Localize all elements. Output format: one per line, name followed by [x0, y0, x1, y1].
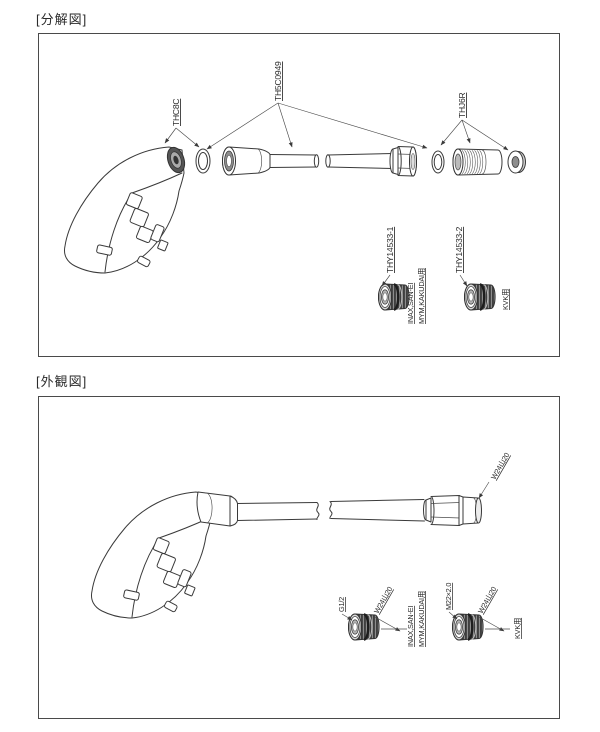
hose-rear-drawing: [325, 146, 417, 177]
label-adapter1-code: THY14533-1: [385, 226, 395, 273]
washer-drawing: [507, 150, 526, 174]
label-adapter2-note: KVK用: [501, 289, 510, 310]
hose-nut-drawing: [389, 146, 417, 177]
label-joint-code: THJ6R: [457, 92, 467, 118]
hose-front-drawing: [222, 146, 320, 176]
label-adapter1-note-line1: INAX,SAN-EI: [406, 283, 415, 324]
o-ring-1-drawing: [195, 148, 211, 174]
label-adapter2-thread: M22×2.0: [444, 583, 453, 610]
label-adapter1-hose-thread: W24山20: [372, 585, 394, 615]
shower-head-drawing: [63, 146, 186, 274]
leader-lines: [341, 481, 510, 632]
adapter-1-drawing: [377, 282, 411, 312]
exploded-view-panel: THC8C TH5C0949 THJ6R THY14533-1 THY14533…: [38, 33, 560, 357]
exploded-view-title: [分解図]: [36, 12, 88, 27]
label-adapter1-note-line1: INAX,SAN-EI: [406, 606, 415, 647]
label-hose-code: TH5C0949: [273, 61, 283, 101]
label-adapter1-thread: G1/2: [337, 597, 346, 612]
label-adapter1-note-line2: MYM,KAKUDAI用: [417, 268, 426, 324]
exploded-view-drawing: THC8C TH5C0949 THJ6R THY14533-1 THY14533…: [63, 61, 526, 324]
label-adapter2-hose-thread: W24山20: [476, 585, 498, 615]
adapter-1-drawing: [347, 612, 381, 642]
label-adapter2-note: KVK用: [513, 618, 522, 639]
shower-head-drawing: [90, 491, 212, 619]
threaded-joint-drawing: [452, 148, 503, 176]
label-adapter1-note-line2: MYM,KAKUDAI用: [417, 591, 426, 647]
label-shower-head-code: THC8C: [171, 99, 181, 126]
leader-lines: [164, 102, 509, 287]
external-view-panel: W24山20 G1/2 W24山20 INAX,SAN-EI MYM,KAKUD…: [38, 396, 560, 719]
external-view-title: [外観図]: [36, 374, 88, 389]
hose-end-fitting-drawing: [423, 495, 482, 526]
label-adapter2-code: THY14533-2: [454, 226, 464, 273]
label-hose-end-thread: W24山20: [489, 451, 511, 481]
hose-drawing: [196, 491, 482, 527]
adapter-2-drawing: [463, 282, 497, 312]
o-ring-2-drawing: [431, 150, 445, 174]
shower-head-outlet: [166, 146, 186, 174]
adapter-2-drawing: [451, 612, 485, 642]
external-view-drawing: W24山20 G1/2 W24山20 INAX,SAN-EI MYM,KAKUD…: [90, 451, 522, 647]
